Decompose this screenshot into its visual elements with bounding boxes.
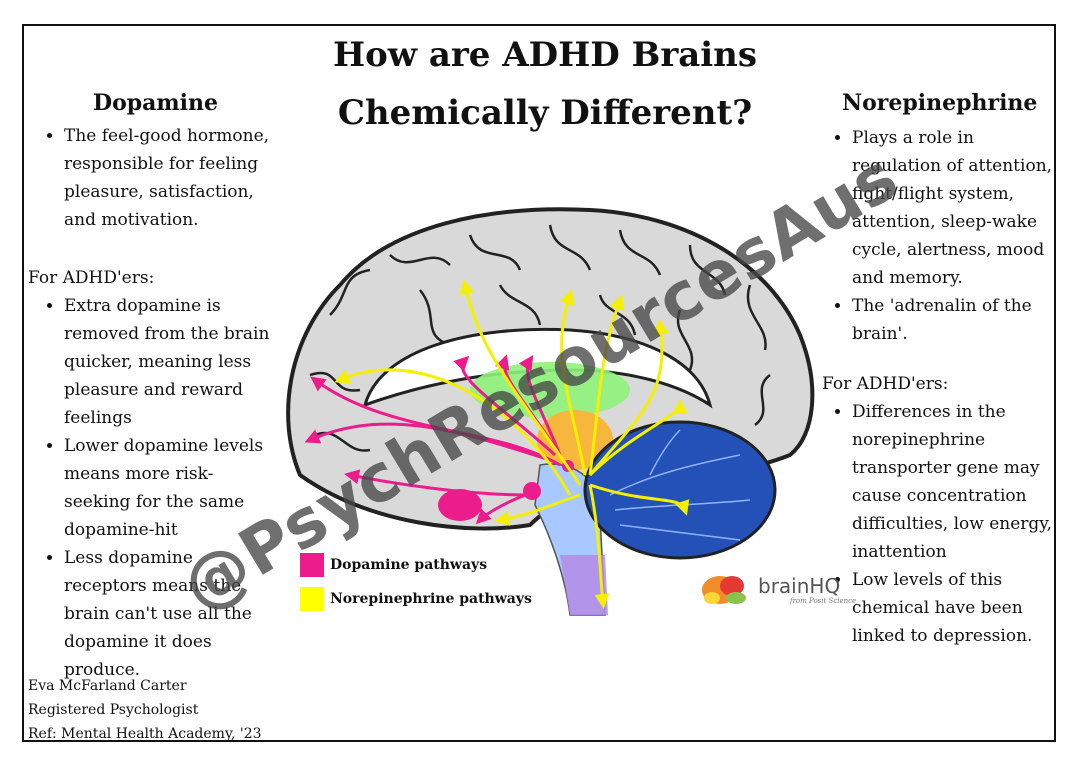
dopamine-column: The feel-good hormone, responsible for f… (26, 122, 276, 684)
norepinephrine-bullet: Plays a role in regulation of attention,… (852, 124, 1060, 292)
brainhq-tagline: from Posit Science (790, 597, 857, 605)
legend-norepinephrine-label: Norepinephrine pathways (330, 591, 532, 607)
brainhq-logo-icon (702, 576, 746, 604)
norepinephrine-adhd-bullet: Differences in the norepinephrine transp… (852, 398, 1060, 566)
legend-norepinephrine: Norepinephrine pathways (300, 587, 532, 611)
legend-norepinephrine-swatch (300, 587, 324, 611)
norepinephrine-adhd-bullet: Low levels of this chemical have been li… (852, 566, 1060, 650)
reference: Ref: Mental Health Academy, '23 (28, 726, 262, 742)
dopamine-bullet-list: The feel-good hormone, responsible for f… (26, 122, 276, 234)
brain-diagram (286, 207, 815, 616)
legend-dopamine-label: Dopamine pathways (330, 557, 488, 573)
author-credit: Eva McFarland Carter Registered Psycholo… (28, 674, 262, 746)
norepinephrine-adhd-list: Differences in the norepinephrine transp… (820, 398, 1060, 650)
brainhq-logo-text: brainHQ (758, 574, 841, 598)
norepinephrine-bullet-list: Plays a role in regulation of attention,… (820, 124, 1060, 348)
brain-folds (309, 224, 771, 452)
legend: Dopamine pathways Norepinephrine pathway… (300, 553, 532, 621)
norepinephrine-column: Plays a role in regulation of attention,… (820, 124, 1060, 650)
dopamine-nucleus (438, 489, 482, 521)
norepinephrine-bullet: The 'adrenalin of the brain'. (852, 292, 1060, 348)
dopamine-adhd-bullet: Lower dopamine levels means more risk-se… (64, 432, 276, 544)
dopamine-nucleus-small (523, 482, 541, 500)
dopamine-adhd-bullet: Extra dopamine is removed from the brain… (64, 292, 276, 432)
dopamine-adhd-bullet: Less dopamine receptors means the brain … (64, 544, 276, 684)
cerebellum (583, 420, 777, 560)
norepinephrine-heading: Norepinephrine (842, 90, 1038, 116)
norepinephrine-adhd-heading: For ADHD'ers: (822, 374, 949, 394)
thalamus-region (537, 410, 613, 470)
legend-dopamine-swatch (300, 553, 324, 577)
dopamine-bullet: The feel-good hormone, responsible for f… (64, 122, 276, 234)
poster-frame (22, 24, 1056, 742)
dopamine-adhd-heading: For ADHD'ers: (28, 268, 155, 288)
title-line-1: How are ADHD Brains (332, 35, 758, 75)
legend-dopamine: Dopamine pathways (300, 553, 532, 577)
dopamine-adhd-list: Extra dopamine is removed from the brain… (26, 292, 276, 684)
title-line-2: Chemically Different? (337, 93, 753, 133)
dopamine-heading: Dopamine (93, 90, 219, 116)
norepinephrine-pathways (334, 279, 690, 609)
author-role: Registered Psychologist (28, 702, 199, 718)
author-name: Eva McFarland Carter (28, 678, 187, 694)
limbic-region (470, 362, 630, 418)
